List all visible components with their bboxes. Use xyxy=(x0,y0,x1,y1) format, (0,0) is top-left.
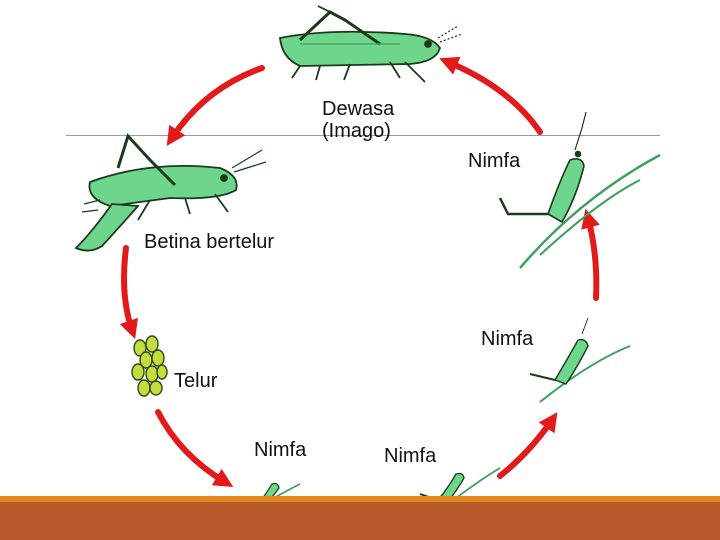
label-nymph-right: Nimfa xyxy=(481,328,534,350)
label-adult-line2: (Imago) xyxy=(322,120,391,142)
slide-divider-line xyxy=(66,135,660,136)
arrow-nymph-to-nymph-upper xyxy=(581,208,600,301)
label-adult-line1: Dewasa xyxy=(322,98,395,120)
arrow-female-to-eggs xyxy=(119,245,138,340)
label-nymph-upper-right: Nimfa xyxy=(468,150,521,172)
grasshopper-adult-icon xyxy=(279,5,463,83)
grasshopper-female-icon xyxy=(74,133,267,252)
arrow-nymph-to-nymph-right xyxy=(497,412,558,479)
label-eggs: Telur xyxy=(174,370,218,392)
label-female: Betina bertelur xyxy=(144,231,275,253)
label-nymph-bottom-left: Nimfa xyxy=(254,439,307,461)
label-adult: Dewasa (Imago) xyxy=(322,98,394,142)
cycle-arrows xyxy=(119,56,600,527)
egg-cluster-icon xyxy=(131,335,168,397)
arrow-eggs-to-nymph xyxy=(155,409,234,487)
arrow-adult-to-female xyxy=(166,65,265,147)
nymph-icon-upper-right xyxy=(498,111,661,269)
arrow-nymph-to-adult xyxy=(439,56,543,135)
label-nymph-bottom-right: Nimfa xyxy=(384,445,437,467)
footer-band xyxy=(0,502,720,540)
footer-accent-band xyxy=(0,496,720,502)
nymph-icon-right xyxy=(529,317,631,403)
